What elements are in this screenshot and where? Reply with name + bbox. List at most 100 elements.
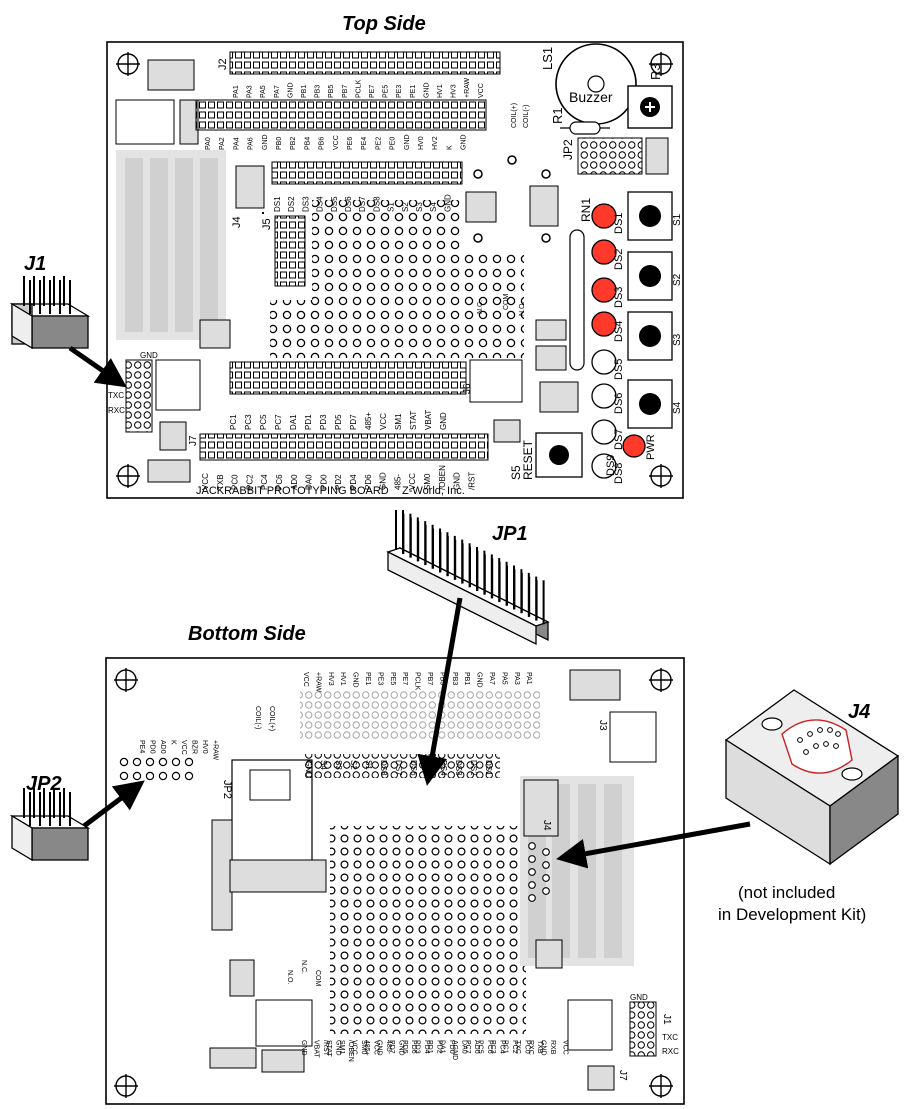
bottom-header-pin-label: GND [476, 672, 483, 688]
bottom-header-pin-label: PCLK [414, 672, 421, 691]
bottom-pin-label: VCC [372, 1040, 379, 1055]
j2-pin-label: PA4 [233, 137, 240, 150]
prototyping-hole-grid-bottom [330, 826, 526, 1034]
jp2-top-label: JP2 [561, 139, 575, 160]
prototyping-hole-grid [464, 250, 524, 300]
pwr-label: PWR [645, 434, 657, 460]
no-bottom-label: N.O. [286, 970, 293, 984]
mounting-hole-icon [114, 668, 138, 692]
bottom-pin-label: RXB [549, 1040, 556, 1055]
j7-pin-label: SM0 [423, 473, 432, 490]
bottom-header-pin-label: PE1 [364, 672, 371, 685]
bottom-pin-label: SM0 [360, 1040, 367, 1055]
bottom-pin-label: PD5 [401, 1040, 408, 1054]
j1-top-header [125, 359, 153, 433]
j3-bottom-label: J3 [597, 720, 608, 731]
j2-pin-label: GND [262, 134, 269, 150]
j7-pin-label: PD2 [334, 474, 343, 490]
bottom-pin-label: PD2 [435, 1040, 442, 1054]
bottom-pin-label: SM1 [338, 1040, 345, 1055]
rn1-label: RN1 [579, 198, 593, 222]
j6-pin-label: PC3 [244, 414, 253, 430]
bottom-pin-label: PC7 [464, 1040, 471, 1054]
j7-pin-label: PD6 [364, 474, 373, 490]
j2-pin-label: PE3 [396, 85, 403, 98]
j4-label: J4 [231, 216, 243, 228]
ds-label: DS5 [613, 359, 625, 380]
j2-pin-label: GND [287, 82, 294, 98]
bottom-pin-label: PC4 [498, 1040, 505, 1054]
ds-label: DS1 [613, 213, 625, 234]
j7-pin-label: AD0 [290, 474, 299, 490]
j5-pin-label: DS1 [273, 196, 282, 212]
ds-row-pin-label: S1 [364, 760, 373, 770]
board-name-label: JACKRABBIT PROTOTYPING BOARD [196, 485, 389, 497]
not-included-note-line1: (not included [738, 883, 835, 902]
j7-pin-label: GND [379, 472, 388, 490]
j6-pin-label: PC1 [229, 414, 238, 430]
ds-row-pin-label: S4 [319, 760, 328, 770]
bottom-pin-label: GND [300, 1040, 307, 1056]
j2-pin-label: VCC [478, 83, 485, 98]
bottom-pin-label: PD0 [448, 1040, 455, 1054]
ds-label: DS6 [613, 393, 625, 414]
mounting-hole-icon [649, 464, 673, 488]
j4-arrow [556, 821, 751, 869]
jp2-callout: JP2 [26, 773, 62, 795]
manufacturer-label: Z-World, Inc. [402, 485, 465, 497]
bottom-pin-label: GND [539, 1040, 546, 1056]
jp2-header-connector-icon [9, 788, 91, 862]
jp2-bottom-pin-label: +RAW [212, 740, 219, 761]
mounting-hole-icon [649, 52, 673, 76]
ds-row-pin-label: DS3 [454, 760, 463, 776]
ds-label: DS3 [613, 287, 625, 308]
j2-pin-label: GND [404, 134, 411, 150]
mounting-hole-icon [649, 668, 673, 692]
j2-pin-label: PB2 [290, 137, 297, 150]
j2-pin-label: PB7 [342, 85, 349, 98]
led-ds1-icon [591, 203, 617, 229]
s-label: S3 [672, 333, 683, 346]
j6-pin-label: VCC [379, 413, 388, 430]
j2-pin-label: PB3 [315, 85, 322, 98]
j2-pin-label: PB4 [304, 137, 311, 150]
led-ds3-icon [591, 277, 617, 303]
j4-bottom-label: J4 [541, 820, 552, 831]
j2-pin-label: +RAW [464, 77, 471, 98]
ds-label: DS7 [613, 429, 625, 450]
ds-row-pin-label: DS6 [409, 760, 418, 776]
j1-arrow [68, 345, 127, 388]
buzzer-icon [555, 43, 637, 125]
j2-pin-label: PA5 [260, 85, 267, 98]
top-side-heading: Top Side [342, 13, 426, 35]
prototyping-hole-grid [312, 200, 464, 300]
bottom-pin-label: PD1 [426, 1040, 433, 1054]
j5-label: J5 [261, 218, 273, 230]
mounting-hole-icon [116, 52, 140, 76]
jp2-bottom-pin-label: HV0 [201, 740, 208, 754]
j1-txc-label: TXC [108, 391, 124, 400]
ds-label: DS2 [613, 249, 625, 270]
jp2-bottom-label: JP2 [221, 780, 233, 799]
j1-bottom-label: J1 [661, 1014, 672, 1025]
s-label: S2 [672, 273, 683, 286]
j2-pin-label: GND [423, 82, 430, 98]
bottom-pin-label: PC2 [511, 1040, 518, 1054]
bottom-header-pin-label: PA7 [488, 672, 495, 685]
j7-pin-label: DA0 [305, 474, 314, 490]
j2-pin-label: PB5 [328, 85, 335, 98]
j7-pin-label: 485- [393, 474, 402, 490]
j4-db9-connector-icon [724, 689, 900, 866]
bottom-pin-label: PD3 [413, 1040, 420, 1054]
led-ds4-icon [591, 311, 617, 337]
coil-plus-label: COIL(+) [511, 103, 518, 128]
j2-pin-label: PE4 [361, 137, 368, 150]
j6-pin-label: PD5 [334, 414, 343, 430]
j6-pin-label: PC7 [274, 414, 283, 430]
mounting-hole-icon [116, 464, 140, 488]
